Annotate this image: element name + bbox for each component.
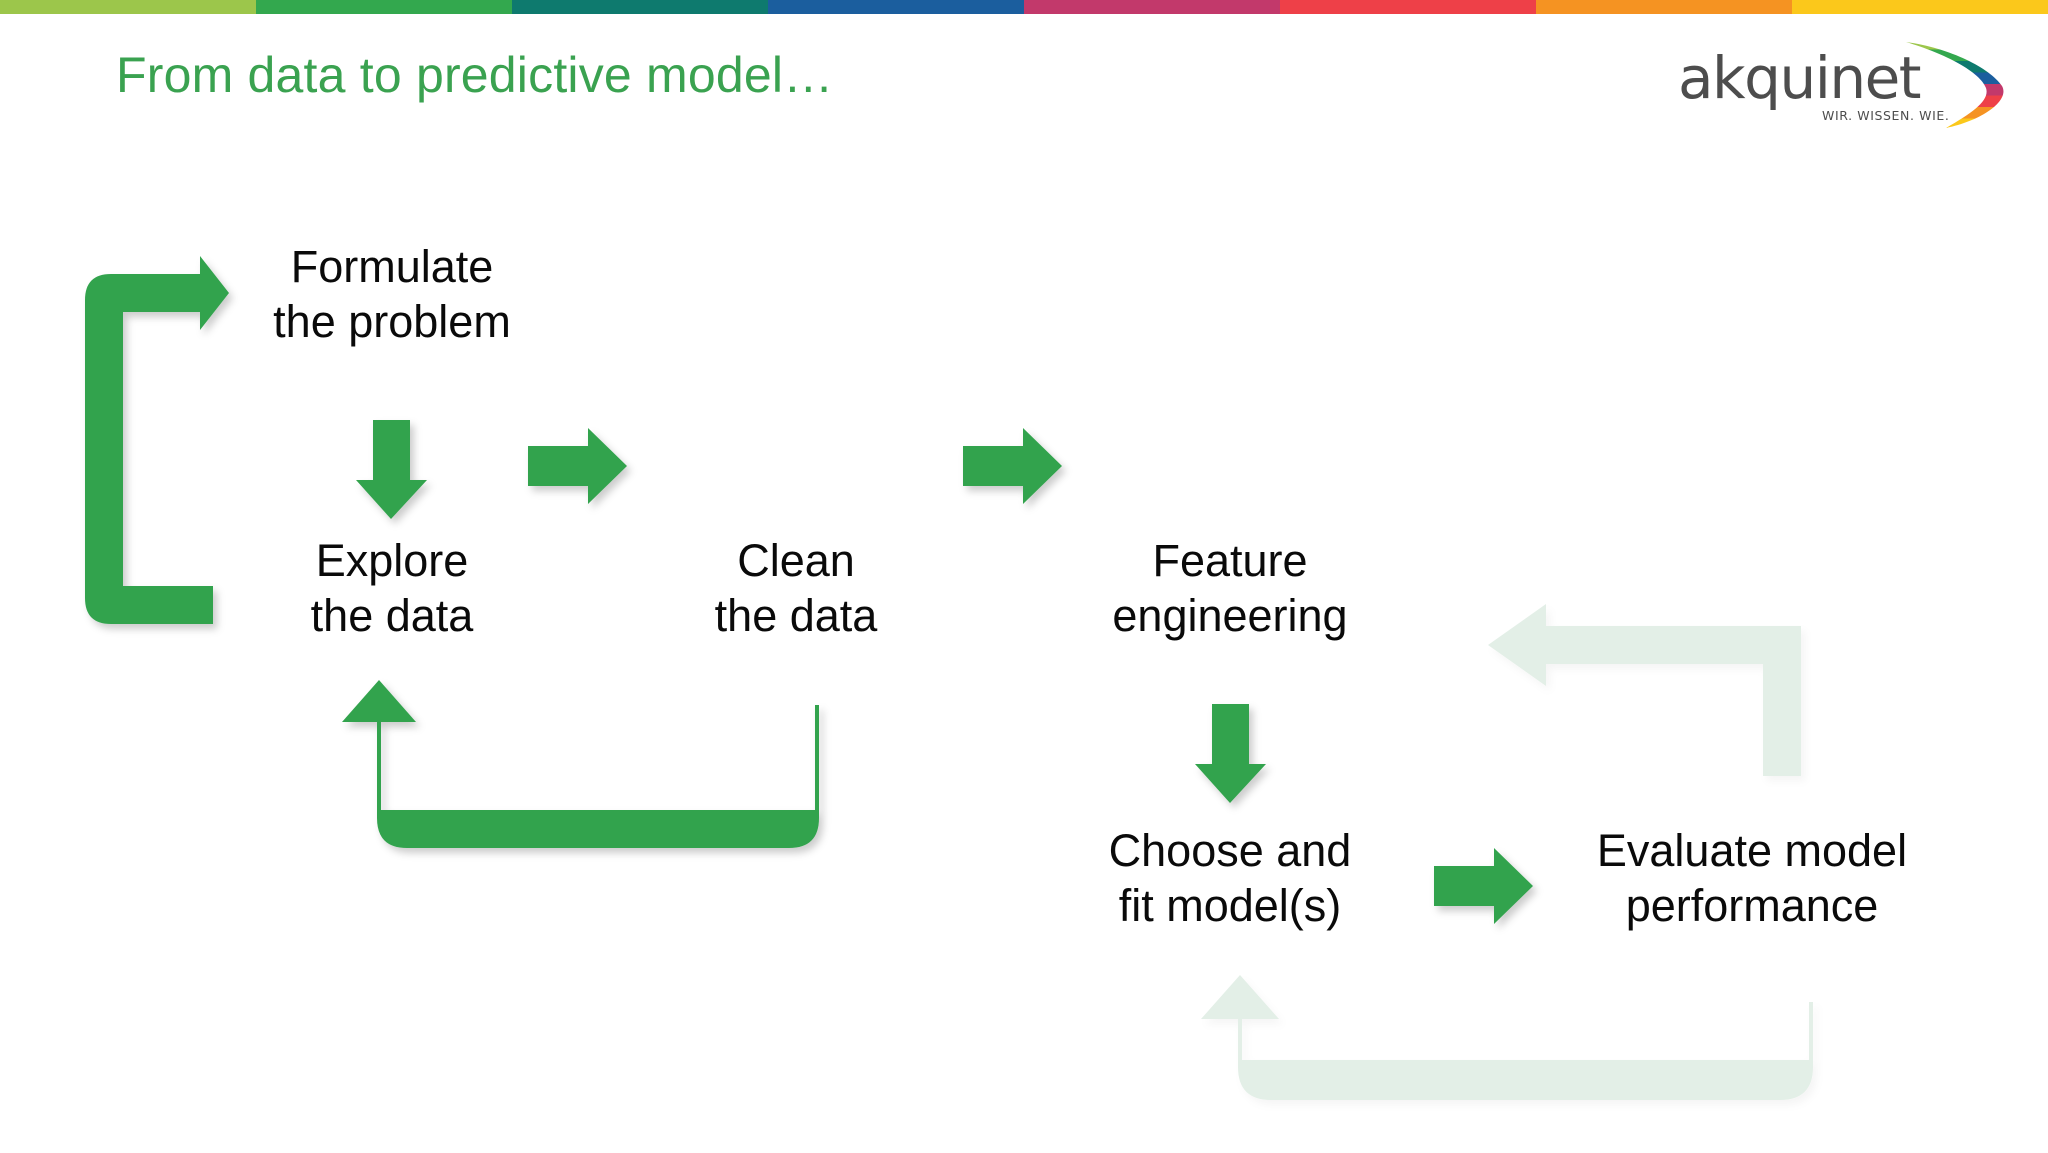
- node-explore: Explore the data: [236, 534, 548, 644]
- company-logo: akquinet WIR. WISSEN. WIE.: [1678, 38, 2018, 130]
- node-evaluate-line-1: Evaluate model: [1596, 825, 1908, 876]
- node-clean-line-1: Clean: [737, 535, 855, 586]
- connector-explore-to-clean: [528, 428, 627, 504]
- accent-segment-5: [1024, 0, 1280, 14]
- node-feature-line-1: Feature: [1152, 535, 1308, 586]
- node-choose-line-1: Choose and: [1108, 825, 1352, 876]
- connector-clean-to-feature: [963, 428, 1062, 504]
- node-choose-and-fit-model: Choose and fit model(s): [1074, 824, 1386, 934]
- connector-loop-evaluate-to-feature: [1488, 604, 1801, 776]
- accent-segment-8: [1792, 0, 2048, 14]
- node-clean: Clean the data: [640, 534, 952, 644]
- logo-wordmark: akquinet: [1678, 44, 1922, 112]
- accent-segment-6: [1280, 0, 1536, 14]
- node-formulate-line-2: the problem: [273, 295, 511, 347]
- connector-formulate-to-explore: [356, 420, 427, 519]
- accent-bar: [0, 0, 2048, 14]
- accent-segment-1: [0, 0, 256, 14]
- node-explore-line-1: Explore: [315, 535, 469, 586]
- accent-segment-2: [256, 0, 512, 14]
- node-feature-line-2: engineering: [1112, 589, 1348, 641]
- node-evaluate-line-2: performance: [1625, 879, 1879, 931]
- accent-segment-3: [512, 0, 768, 14]
- node-choose-line-2: fit model(s): [1118, 879, 1342, 931]
- logo-tagline: WIR. WISSEN. WIE.: [1822, 108, 1950, 123]
- node-formulate: Formulate the problem: [236, 240, 548, 350]
- connector-loop-clean-to-explore: [342, 680, 819, 848]
- accent-segment-4: [768, 0, 1024, 14]
- node-clean-line-2: the data: [714, 589, 878, 641]
- accent-segment-7: [1536, 0, 1792, 14]
- logo-swoosh-icon: [1906, 42, 2004, 128]
- connector-feature-to-choose: [1195, 704, 1266, 803]
- connector-choose-to-evaluate: [1434, 848, 1533, 924]
- connector-loop-evaluate-to-choose: [1201, 975, 1813, 1100]
- connector-loop-explore-to-formulate: [85, 256, 229, 624]
- node-feature-engineering: Feature engineering: [1074, 534, 1386, 644]
- page-title: From data to predictive model…: [116, 47, 834, 103]
- node-formulate-line-1: Formulate: [290, 241, 494, 292]
- node-evaluate-model-performance: Evaluate model performance: [1552, 824, 1952, 934]
- node-explore-line-2: the data: [310, 589, 474, 641]
